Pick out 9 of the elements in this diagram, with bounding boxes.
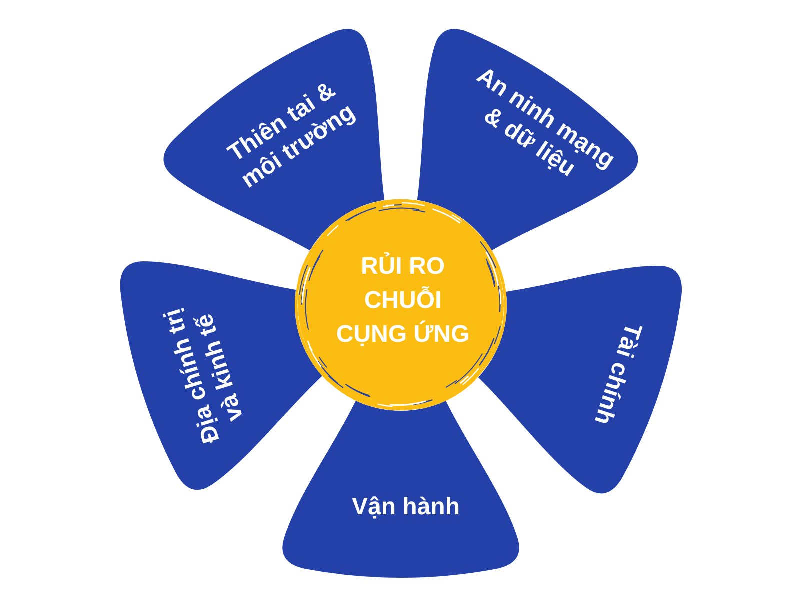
petal-label: Địa chính trị và kinh tế	[158, 304, 250, 448]
petal-shape	[120, 261, 323, 491]
petal-shape	[478, 266, 683, 494]
hub-title: RỦI RO CHUỖI CỤNG ỨNG	[335, 252, 471, 350]
petal-shape	[163, 29, 385, 251]
petal-label: Vận hành	[352, 492, 460, 522]
petal-shape	[282, 401, 520, 578]
petal-shape	[417, 29, 639, 251]
petal-label: Tài chính	[588, 319, 648, 429]
